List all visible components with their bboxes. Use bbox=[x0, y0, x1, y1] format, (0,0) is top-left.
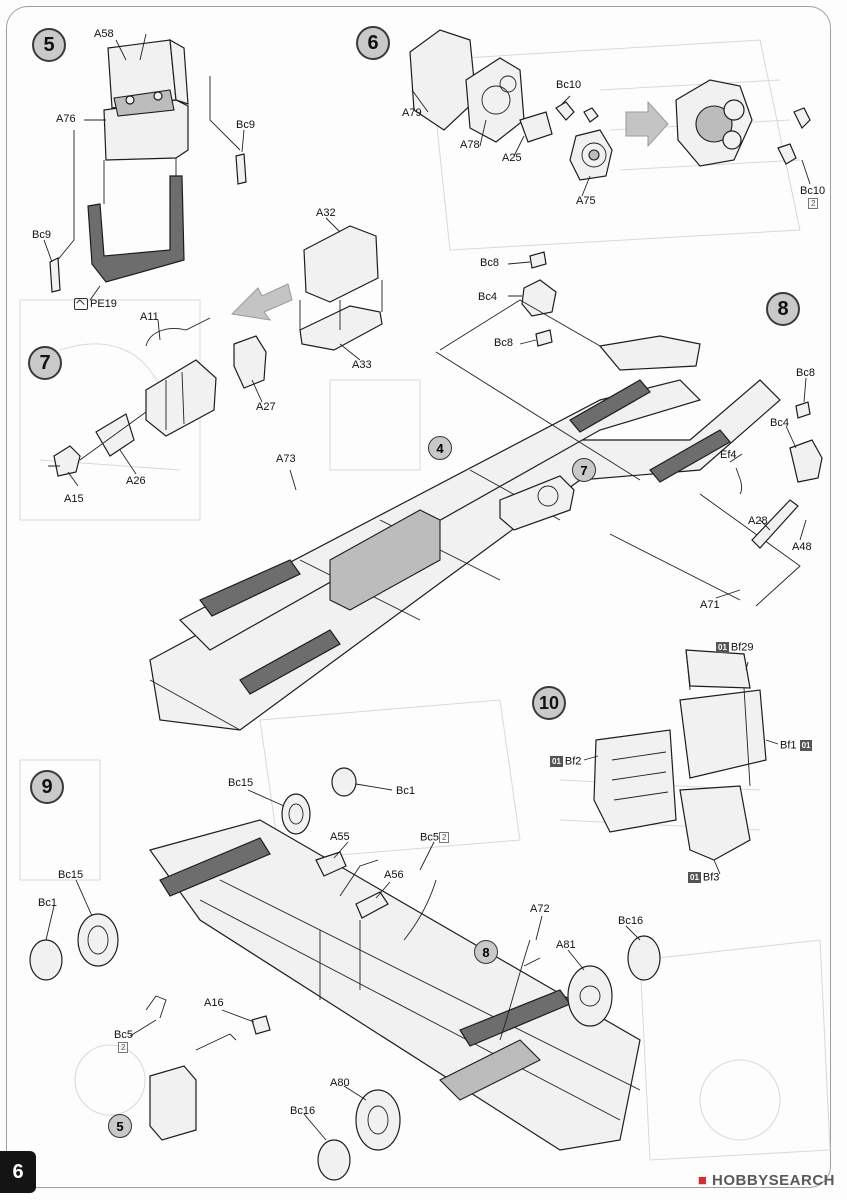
part-label-a26: A26 bbox=[126, 475, 146, 487]
part-label-a16: A16 bbox=[204, 997, 224, 1009]
part-label-bc9-left: Bc9 bbox=[32, 229, 51, 241]
step5-battery-illustration bbox=[49, 33, 247, 293]
subassembly-ref-4: 4 bbox=[428, 436, 452, 460]
step-badge-8: 8 bbox=[766, 292, 800, 326]
part-label-a73: A73 bbox=[276, 453, 296, 465]
part-label-a81: A81 bbox=[556, 939, 576, 951]
part-label-a71: A71 bbox=[700, 599, 720, 611]
quantity-tag-bc10: 2 bbox=[808, 198, 819, 209]
part-label-bc5-left: Bc5 bbox=[114, 1029, 133, 1041]
step9-chassis-illustration bbox=[29, 767, 661, 1181]
watermark: ■ HOBBYSEARCH bbox=[697, 1172, 835, 1189]
step-badge-10: 10 bbox=[532, 686, 566, 720]
part-label-a25: A25 bbox=[502, 152, 522, 164]
part-label-bc15-top: Bc15 bbox=[228, 777, 254, 789]
part-label-a79: A79 bbox=[402, 107, 422, 119]
part-label-bc16-bottom: Bc16 bbox=[290, 1105, 316, 1117]
part-label-a48: A48 bbox=[792, 541, 812, 553]
part-label-bc4-top: Bc4 bbox=[478, 291, 497, 303]
part-label-bc15-left: Bc15 bbox=[58, 869, 84, 881]
part-label-a28: A28 bbox=[748, 515, 768, 527]
part-label-bf1: Bf1 01 bbox=[780, 739, 813, 752]
part-label-bc16-right: Bc16 bbox=[618, 915, 644, 927]
step-badge-9: 9 bbox=[30, 770, 64, 804]
part-label-a33: A33 bbox=[352, 359, 372, 371]
part-label-bc1-left: Bc1 bbox=[38, 897, 57, 909]
subassembly-ref-5: 5 bbox=[108, 1114, 132, 1138]
part-label-bc8-right: Bc8 bbox=[796, 367, 815, 379]
step6-transfer-case-illustration bbox=[409, 29, 811, 181]
part-label-a11: A11 bbox=[140, 311, 159, 323]
subassembly-ref-8: 8 bbox=[474, 940, 498, 964]
watermark-logo-icon: ■ bbox=[697, 1172, 708, 1189]
part-label-a78: A78 bbox=[460, 139, 480, 151]
part-label-a75: A75 bbox=[576, 195, 596, 207]
leader-lines bbox=[43, 39, 811, 1141]
part-label-a72: A72 bbox=[530, 903, 550, 915]
page-number: 6 bbox=[0, 1151, 36, 1193]
part-label-a56: A56 bbox=[384, 869, 404, 881]
part-label-a15: A15 bbox=[64, 493, 84, 505]
part-label-ef4: Ef4 bbox=[720, 449, 737, 461]
part-label-a80: A80 bbox=[330, 1077, 350, 1089]
page-frame bbox=[6, 6, 831, 1188]
part-label-a58: A58 bbox=[94, 28, 114, 40]
fuel-tank-illustration bbox=[230, 225, 383, 351]
step10-panel-illustration bbox=[593, 649, 767, 861]
part-label-a55: A55 bbox=[330, 831, 350, 843]
step-badge-5: 5 bbox=[32, 28, 66, 62]
part-label-a27: A27 bbox=[256, 401, 276, 413]
step8-chassis-illustration bbox=[149, 251, 823, 731]
photo-etch-icon bbox=[74, 298, 88, 310]
step7-winch-illustration bbox=[48, 317, 267, 477]
quantity-tag-bc5: 2 bbox=[118, 1042, 129, 1053]
part-label-pe19: PE19 bbox=[74, 298, 117, 310]
part-label-a32: A32 bbox=[316, 207, 336, 219]
part-label-bc4-right: Bc4 bbox=[770, 417, 789, 429]
subassembly-ref-7: 7 bbox=[572, 458, 596, 482]
part-label-bc8-top: Bc8 bbox=[480, 257, 499, 269]
part-label-bc10-left: Bc10 bbox=[556, 79, 582, 91]
part-label-bc8-bottom: Bc8 bbox=[494, 337, 513, 349]
part-label-a76: A76 bbox=[56, 113, 76, 125]
step-badge-7: 7 bbox=[28, 346, 62, 380]
part-label-bc10-right: Bc10 bbox=[800, 185, 826, 197]
part-label-bc1-top: Bc1 bbox=[396, 785, 415, 797]
step-badge-6: 6 bbox=[356, 26, 390, 60]
part-label-bc9-right: Bc9 bbox=[236, 119, 255, 131]
